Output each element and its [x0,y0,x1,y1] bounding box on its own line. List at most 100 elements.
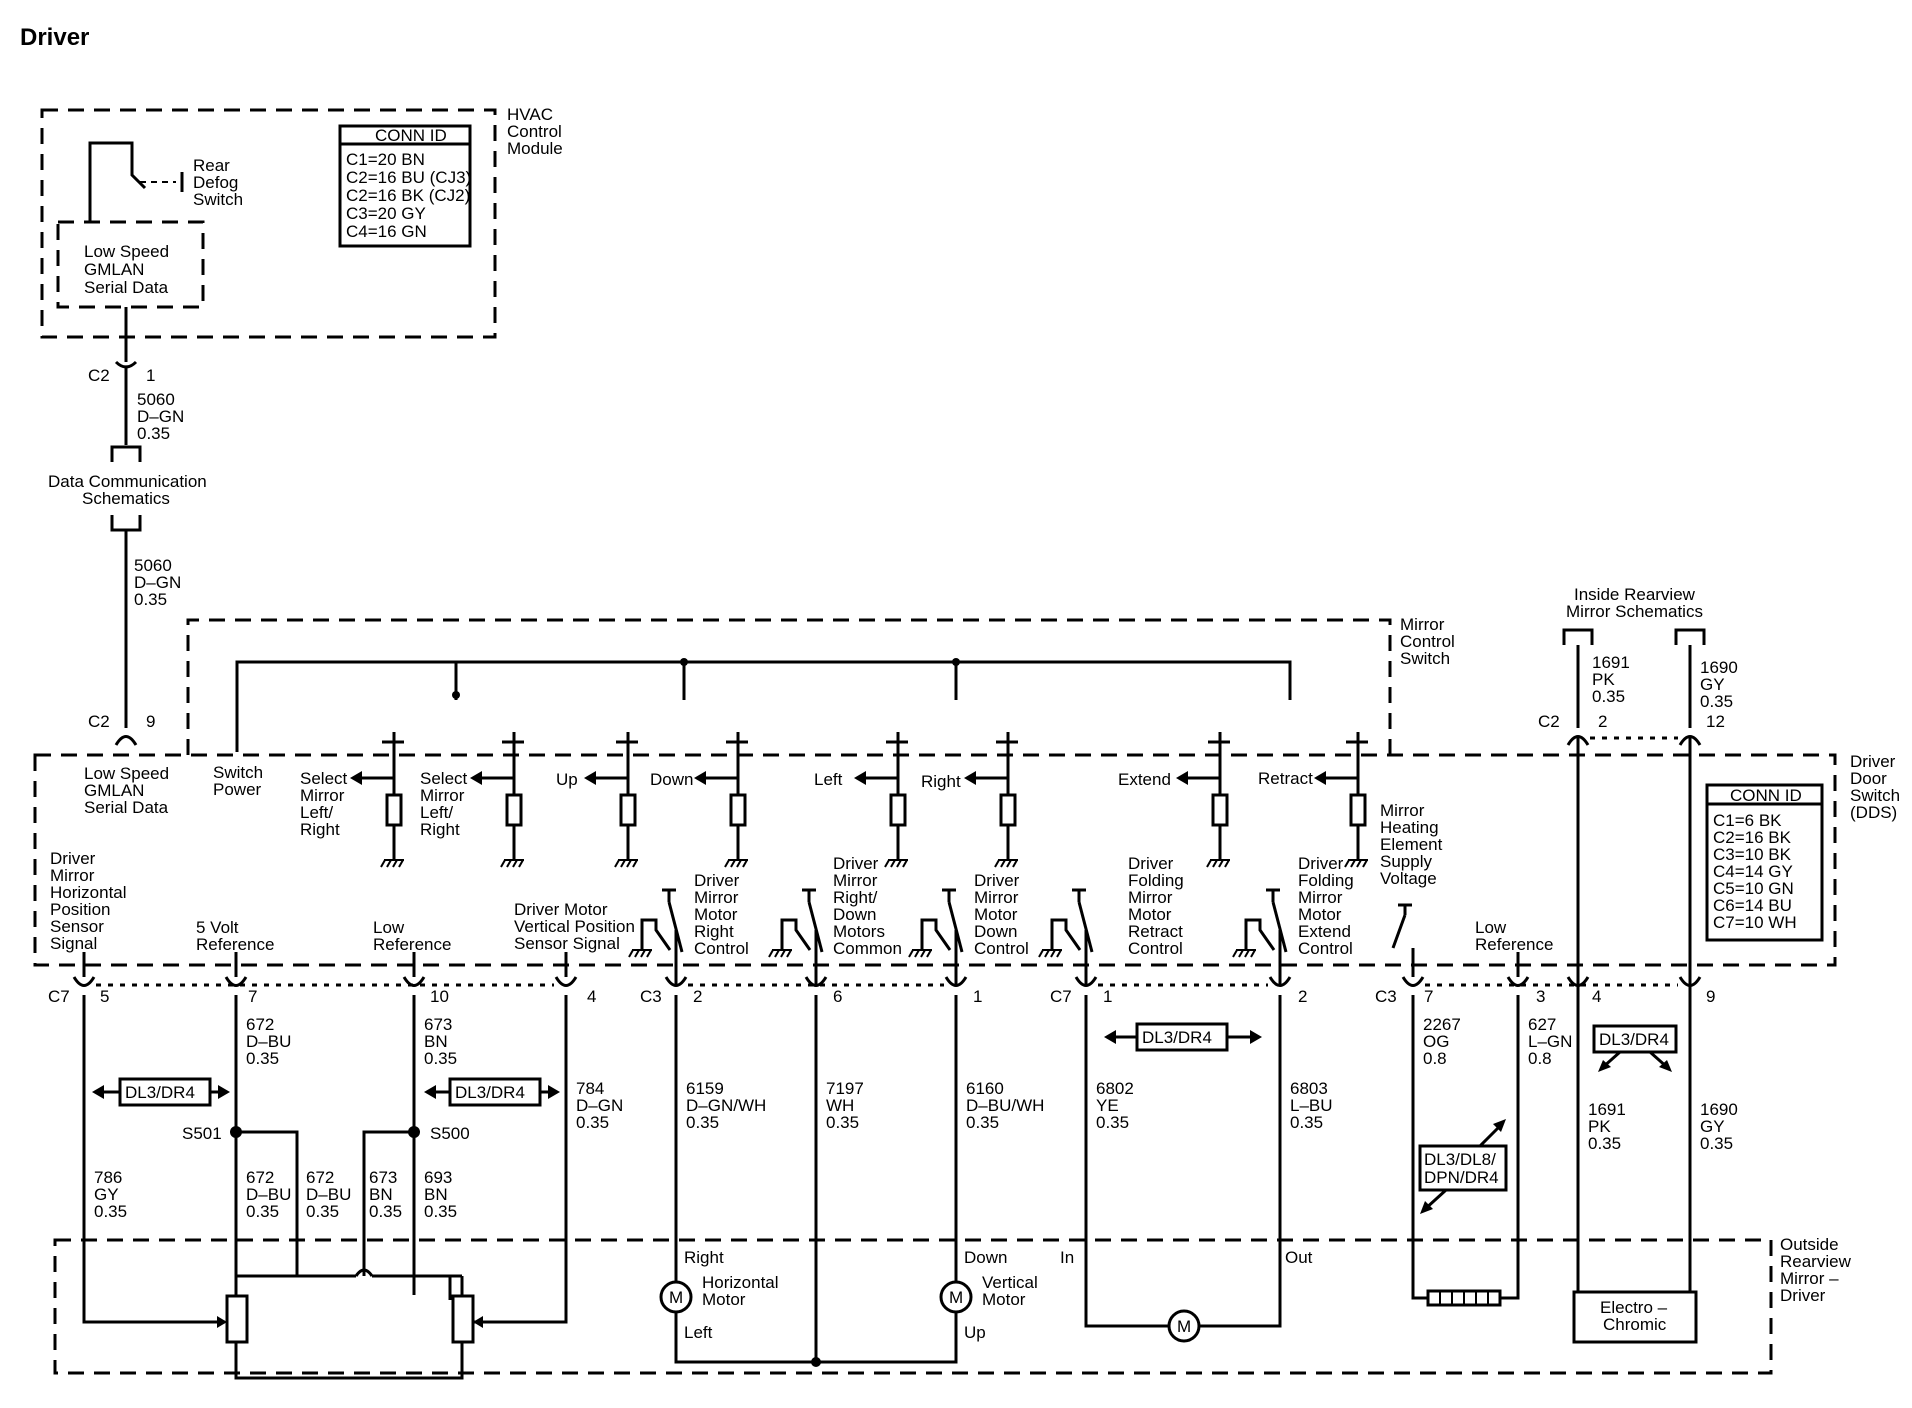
pin-label: 7 [248,987,257,1006]
option-label: DPN/DR4 [1424,1168,1499,1187]
switch-contact [350,732,404,868]
pin-label: 2 [1298,987,1307,1006]
lowref2-label: Low [1475,918,1507,937]
wire-label: 0.35 [424,1049,457,1068]
wire-label: 672 [306,1168,334,1187]
page-title: Driver [20,24,89,51]
dds-conn-row: C1=6 BK [1713,811,1782,830]
dds-name-line3: Switch [1850,786,1900,805]
dds-conn-row: C2=16 BK [1713,828,1792,847]
wire-label: 0.35 [1096,1113,1129,1132]
inside-rearview-line1: Inside Rearview [1574,585,1696,604]
connector-cavity [664,976,688,987]
hvac-conn-id-table: CONN ID C1=20 BN C2=16 BU (CJ3) C2=16 BK… [338,124,472,248]
sensor-h-label: Mirror [50,866,95,885]
connector-cavity [804,976,828,987]
dds-conn-row: C7=10 WH [1713,913,1797,932]
electro-label: Electro – [1600,1298,1668,1317]
hvac-conn-row: C4=16 GN [346,222,427,241]
arrow-head [964,771,976,785]
wire-label: YE [1096,1096,1119,1115]
mot-down-label: Driver [974,871,1020,890]
v-motor-label: Motor [982,1290,1026,1309]
connector-cavity [1268,976,1292,987]
heater-element [1439,1291,1489,1305]
heating-label: Supply [1380,852,1432,871]
wire-label: WH [826,1096,854,1115]
mcs-line2: Control [1400,632,1455,651]
select-mirror-label: Right [300,820,340,839]
option-label: DL3/DR4 [1142,1028,1212,1047]
sensor-h-label: Horizontal [50,883,127,902]
wire-label: GY [1700,1117,1725,1136]
wire-label: 1691 [1588,1100,1626,1119]
mot-down-label: Mirror [974,888,1019,907]
data-comm-line1: Data Communication [48,472,207,491]
option-label: DL3/DR4 [125,1083,195,1102]
wire-label: OG [1423,1032,1449,1051]
switch-power-line2: Power [213,780,262,799]
mcs-line3: Switch [1400,649,1450,668]
resistor [385,793,403,827]
fold-extend-label: Motor [1298,905,1342,924]
wire-label: 0.35 [369,1202,402,1221]
c2-bottom-conn: C2 [88,712,110,731]
conn-c3-label: C3 [1375,987,1397,1006]
pin-label: 2 [1598,712,1607,731]
wire-label: 6159 [686,1079,724,1098]
wire-label: D–BU [306,1185,351,1204]
fold-extend-label: Folding [1298,871,1354,890]
splice-s500: S500 [430,1124,470,1143]
motor-symbol: M [949,1288,963,1307]
wire-label: 5060 [134,556,172,575]
hvac-conn-header: CONN ID [375,126,447,145]
conn-c7-label: C7 [1050,987,1072,1006]
down-label: Down [650,770,693,789]
fold-retract-label: Mirror [1128,888,1173,907]
wire-label: GY [1700,675,1725,694]
wire-label: PK [1588,1117,1611,1136]
hvac-conn-row: C2=16 BU (CJ3) [346,168,471,187]
fold-extend-label: Control [1298,939,1353,958]
select-mirror-label: Right [420,820,460,839]
motor-symbol: M [669,1288,683,1307]
conn-c7-label: C7 [48,987,70,1006]
c2-top-pin: 1 [146,366,155,385]
heating-supply-switch [1391,903,1412,949]
wire-label: PK [1592,670,1615,689]
option-label: DL3/DR4 [1599,1030,1669,1049]
wire-label: 1690 [1700,1100,1738,1119]
defog-switch-line3: Switch [193,190,243,209]
wire-label: 0.35 [246,1202,279,1221]
mot-right-label: Motor [694,905,738,924]
arrow-head [854,771,866,785]
motor-dir-label: Left [684,1323,713,1342]
wire-label: 0.35 [1592,687,1625,706]
motor-switch [768,888,824,984]
wire-label: D–BU/WH [966,1096,1044,1115]
connector-cavity [1506,976,1530,987]
wire-label: 0.35 [826,1113,859,1132]
wire-label: D–GN [137,407,184,426]
wire-label: D–BU [246,1185,291,1204]
heating-label: Element [1380,835,1443,854]
defog-switch-line1: Rear [193,156,230,175]
dds-gmlan-line1: Low Speed [84,764,169,783]
motor-dir-label: Down [964,1248,1007,1267]
switch-contact [964,732,1018,868]
pin-label: 2 [693,987,702,1006]
fold-retract-label: Retract [1128,922,1183,941]
select-mirror-label: Mirror [420,786,465,805]
mot-right-label: Right [694,922,734,941]
switch-labels: Select Mirror Left/ Right Select Mirror … [300,769,1443,888]
wire-label: 0.8 [1423,1049,1447,1068]
electro-label: Chromic [1603,1315,1667,1334]
arrow-head [1314,771,1326,785]
sensor-h-label: Driver [50,849,96,868]
wire-label: GY [94,1185,119,1204]
wire-label: 2267 [1423,1015,1461,1034]
wire-label: 6802 [1096,1079,1134,1098]
hvac-gmlan-line1: Low Speed [84,242,169,261]
ref5v-label: 5 Volt [196,918,239,937]
